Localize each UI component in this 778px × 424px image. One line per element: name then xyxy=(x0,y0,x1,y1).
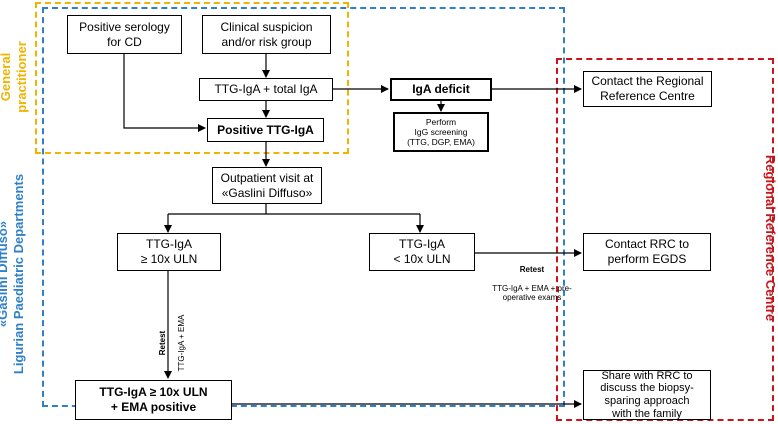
retest-right-title: Retest xyxy=(519,265,545,275)
ttg-ge-10-box: TTG-IgA ≥ 10x ULN xyxy=(117,233,221,271)
igg-screening-box: Perform IgG screening (TTG, DGP, EMA) xyxy=(393,112,489,152)
contact-rrc-egds-box: Contact RRC to perform EGDS xyxy=(583,233,711,271)
regional-reference-centre-region xyxy=(556,58,774,421)
general-practitioner-label: General practitioner xyxy=(0,41,29,113)
iga-deficit-box: IgA deficit xyxy=(390,78,492,101)
retest-left-title: Retest xyxy=(158,330,168,356)
ligurian-departments-region xyxy=(42,7,565,407)
ttg-lt-10-box: TTG-IgA < 10x ULN xyxy=(369,233,475,271)
ligurian-departments-label: «Gaslini Diffuso» Ligurian Paediatric De… xyxy=(0,173,26,375)
ttg-ema-positive-box: TTG-IgA ≥ 10x ULN + EMA positive xyxy=(75,380,232,420)
share-rrc-box: Share with RRC to discuss the biopsy- sp… xyxy=(583,370,711,420)
retest-left-text: TTG-IgA + EMA xyxy=(176,314,186,372)
retest-left-note: Retest TTG-IgA + EMA xyxy=(149,293,185,393)
clinical-suspicion-box: Clinical suspicion and/or risk group xyxy=(202,15,331,54)
regional-reference-centre-label: Regional Reference Centre xyxy=(763,154,778,322)
arrow-serology-to-positive xyxy=(123,53,206,132)
contact-regional-box: Contact the Regional Reference Centre xyxy=(583,71,712,107)
outpatient-visit-box: Outpatient visit at «Gaslini Diffuso» xyxy=(212,167,322,204)
retest-right-note: Retest TTG-IgA + EMA + pre- operative ex… xyxy=(478,256,586,302)
positive-serology-box: Positive serology for CD xyxy=(67,15,182,54)
ttg-total-iga-box: TTG-IgA + total IgA xyxy=(199,78,333,101)
positive-ttg-box: Positive TTG-IgA xyxy=(207,118,324,142)
retest-right-text: TTG-IgA + EMA + pre- operative exams xyxy=(492,283,572,302)
general-practitioner-region xyxy=(35,2,349,154)
